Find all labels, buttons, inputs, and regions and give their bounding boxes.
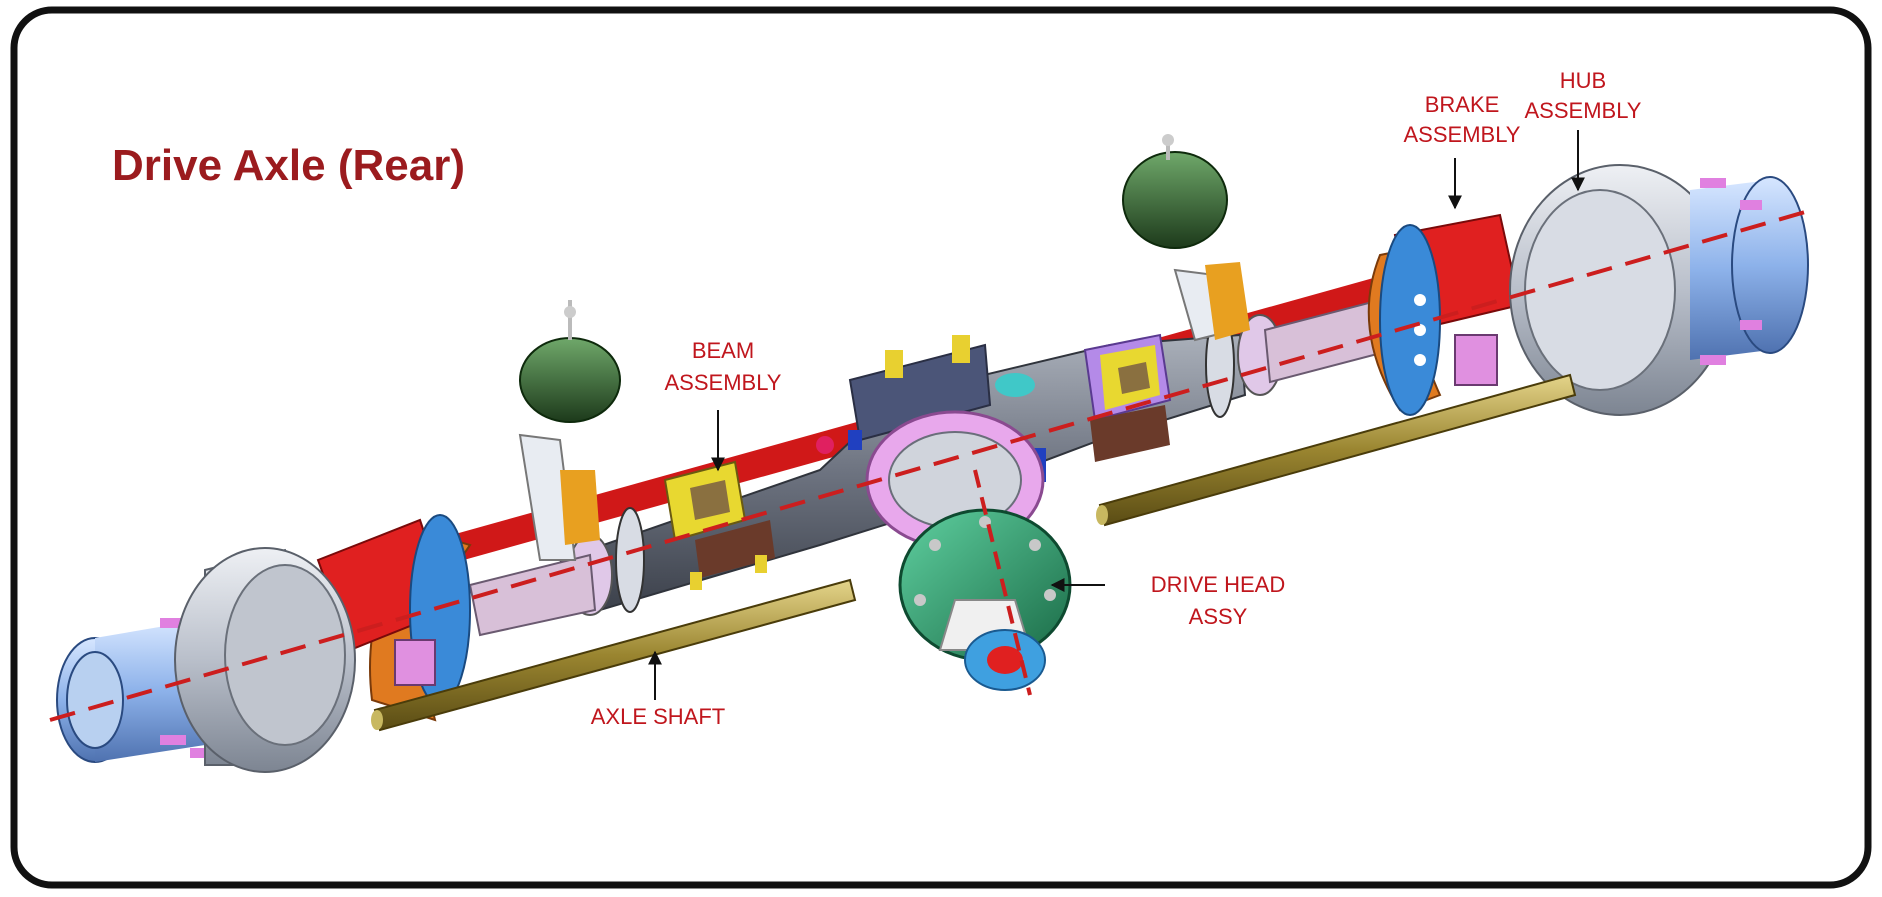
breather-cap xyxy=(995,373,1035,397)
shaft-label: AXLE SHAFT xyxy=(591,704,725,729)
brake-label-line1: BRAKE xyxy=(1425,92,1500,117)
beam-lug xyxy=(885,350,903,378)
housing-plug xyxy=(816,436,834,454)
page-title: Drive Axle (Rear) xyxy=(112,141,465,190)
hub-label-line2: ASSEMBLY xyxy=(1525,98,1642,123)
housing-plug xyxy=(848,430,862,450)
brake-label-line2: ASSEMBLY xyxy=(1404,122,1521,147)
beam-label-line1: BEAM xyxy=(692,338,754,363)
flange-ring xyxy=(616,508,644,612)
drive-label-line2: ASSY xyxy=(1189,604,1248,629)
spring-pad-right xyxy=(1085,335,1170,462)
hub-label-line1: HUB xyxy=(1560,68,1606,93)
beam-lug xyxy=(952,335,970,363)
beam-label-line2: ASSEMBLY xyxy=(665,370,782,395)
drive-label-line1: DRIVE HEAD xyxy=(1151,572,1285,597)
